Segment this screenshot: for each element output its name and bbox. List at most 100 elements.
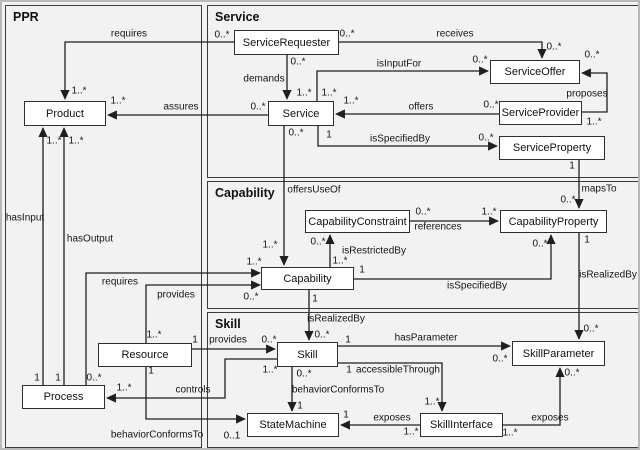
mult-proposes-source: 1..* [586,116,602,128]
mult-mapsto-source: 1 [569,160,575,172]
mult-provides-capability-source: 1..* [146,329,162,341]
edge-label-isspecifiedby-service: isSpecifiedBy [369,133,431,145]
edge-label-behaviorconformsto-skill: behaviorConformsTo [291,384,385,396]
mult-demands-source: 0..* [290,56,306,68]
edge-label-exposes-statemachine: exposes [373,412,411,424]
mult-isrealizedby-skill-source: 1 [312,293,318,305]
mult-isrealizedby-property-source: 1 [584,234,590,246]
mult-hasinput-source: 1 [34,372,40,384]
mult-exposes-parameter-source: 1..* [502,427,518,439]
edge-label-provides-skill: provides [209,334,247,346]
mult-references-source: 0..* [415,206,431,218]
node-service-requester: ServiceRequester [234,30,339,55]
mult-isspecifiedby-service-target: 0..* [478,132,494,144]
mult-exposes-statemachine-source: 1..* [403,426,419,438]
mult-isspecifiedby-service-source: 1 [326,129,332,141]
node-service: Service [268,101,334,126]
edge-label-hasparameter: hasParameter [394,332,458,344]
node-product: Product [24,101,106,126]
node-resource: Resource [98,343,192,367]
mult-accessiblethrough-source: 1 [346,364,352,376]
mult-behaviorconformsto-skill-source: 0..* [296,368,312,380]
node-capability-constraint: CapabilityConstraint [305,210,410,233]
edge-label-requires-capability: requires [101,276,139,288]
mult-hasparameter-target: 0..* [492,353,508,365]
node-service-provider: ServiceProvider [499,101,582,125]
edge-label-exposes-parameter: exposes [531,412,569,424]
edge-exposes-parameter [503,367,565,426]
edge-label-isrealizedby-property: isRealizedBy [579,269,637,281]
node-capability-property: CapabilityProperty [500,210,607,233]
edge-isinputfor [316,66,489,101]
mult-assures-target: 1..* [110,95,126,107]
node-service-property: ServiceProperty [499,136,605,160]
edge-label-hasinput: hasInput [5,212,45,224]
mult-receives-source: 0..* [339,28,355,40]
edge-label-proposes: proposes [566,88,608,100]
edge-label-offers: offers [408,101,434,113]
edge-label-provides-capability: provides [157,289,195,301]
mult-provides-skill-target: 0..* [261,334,277,346]
edge-accessiblethrough [338,362,447,412]
mult-isrealizedby-property-target: 0..* [583,323,599,335]
edge-label-offersuseof: offersUseOf [287,184,341,196]
mult-requires-product-target: 1..* [71,85,87,97]
edge-label-receives: receives [436,28,474,40]
edge-isspecifiedby-capability [354,234,556,280]
mult-provides-skill-source: 1 [192,334,198,346]
edge-label-isrestrictedby: isRestrictedBy [342,245,406,257]
mult-proposes-target: 0..* [584,49,600,61]
section-capability-title: Capability [215,186,275,200]
node-service-offer: ServiceOffer [490,60,580,84]
mult-hasparameter-source: 1 [345,334,351,346]
edge-label-accessiblethrough: accessibleThrough [356,364,440,376]
mult-mapsto-target: 0..* [560,194,576,206]
edge-label-requires-product: requires [110,28,148,40]
section-ppr: PPR [5,5,202,448]
mult-behaviorconformsto-resource-target: 0..1 [223,430,241,442]
edge-label-isspecifiedby-capability: isSpecifiedBy [446,280,508,292]
mult-isrealizedby-skill-target: 0..* [314,329,330,341]
mult-offersuseof-target: 1..* [262,239,278,251]
edge-label-isrealizedby-skill: isRealizedBy [307,313,365,325]
edge-label-isinputfor: isInputFor [376,58,422,70]
mult-exposes-statemachine-target: 1 [343,409,349,421]
mult-offers-target: 1..* [343,95,359,107]
edge-provides-capability [145,280,261,343]
mult-provides-capability-target: 0..* [243,291,259,303]
mult-isspecifiedby-capability-source: 1 [359,264,365,276]
edge-label-references: references [414,221,462,233]
mult-offers-source: 0..* [483,99,499,111]
mult-requires-capability-source: 0..* [86,372,102,384]
mult-isinputfor-source: 1..* [321,87,337,99]
edge-isspecifiedby-service [317,126,498,151]
mult-accessiblethrough-target: 1..* [424,396,440,408]
edge-requires-capability [85,268,261,385]
node-skill-parameter: SkillParameter [512,341,605,366]
edge-label-demands: demands [243,73,285,85]
mult-hasoutput-source: 1 [55,372,61,384]
mult-exposes-parameter-target: 0..* [564,367,580,379]
mult-hasinput-target: 1..* [46,135,62,147]
section-skill-title: Skill [215,317,241,331]
node-skill-interface: SkillInterface [420,413,503,437]
mult-behaviorconformsto-skill-target: 1 [297,400,303,412]
edge-requires-product [60,41,234,100]
section-service-title: Service [215,10,260,24]
mult-isinputfor-target: 0..* [472,54,488,66]
mult-controls-source: 1..* [262,364,278,376]
node-skill: Skill [277,342,338,367]
edge-label-hasoutput: hasOutput [66,233,114,245]
edge-label-controls: controls [175,384,211,396]
mult-requires-product-source: 0..* [214,29,230,41]
mult-isrestrictedby-source: 1..* [332,255,348,267]
node-process: Process [22,385,105,409]
mult-isrestrictedby-target: 0..* [310,236,326,248]
node-capability: Capability [261,267,354,290]
mult-behaviorconformsto-resource-source: 1 [148,365,154,377]
edge-label-mapsto: mapsTo [581,183,617,195]
edge-label-assures: assures [163,101,199,113]
edge-proposes [581,68,608,113]
